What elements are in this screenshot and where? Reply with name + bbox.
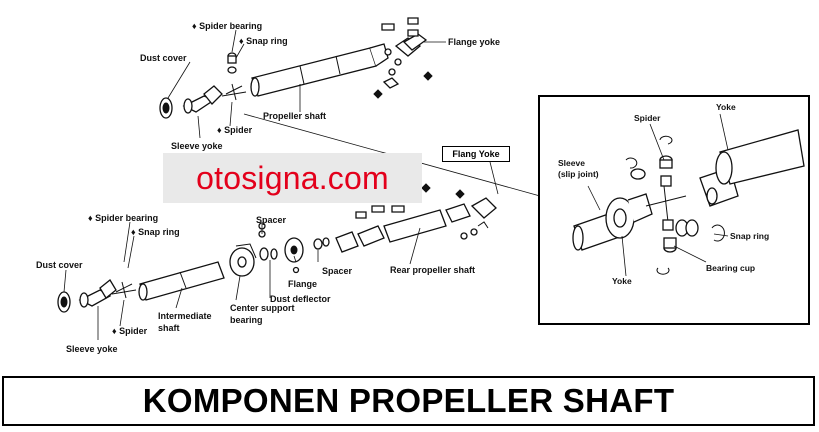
flange-label: Flange xyxy=(288,279,317,289)
bottom-snap-ring-label: ♦ Snap ring xyxy=(131,227,180,237)
detail-sleeve-label-line1: Sleeve xyxy=(558,158,585,168)
top-flange-yoke xyxy=(373,17,433,99)
top-propeller-shaft xyxy=(250,43,389,97)
top-dust-cover-label: Dust cover xyxy=(140,53,187,63)
bottom-spider-bearing-label: ♦ Spider bearing xyxy=(88,213,158,223)
center-support-bearing xyxy=(229,243,257,277)
bottom-spacer-label: Spacer xyxy=(322,266,353,276)
watermark-text: otosigna.com xyxy=(196,159,389,196)
detail-snap-ring-label: Snap ring xyxy=(730,231,769,241)
dust-deflector-label: Dust deflector xyxy=(270,294,331,304)
top-flange-yoke-label: Flange yoke xyxy=(448,37,500,47)
detail-snap-rings xyxy=(625,135,725,275)
detail-bearing-cups xyxy=(630,155,699,253)
bottom-sleeve-yoke-label: Sleeve yoke xyxy=(66,344,118,354)
flange xyxy=(284,237,304,274)
top-sleeve-yoke-label: Sleeve yoke xyxy=(171,141,223,151)
top-snap-ring-label: ♦ Snap ring xyxy=(239,36,288,46)
bottom-assembly: ♦ Spider bearing ♦ Snap ring Dust cover … xyxy=(36,183,497,354)
detail-spider-label: Spider xyxy=(634,113,661,123)
bottom-spacers xyxy=(258,222,330,261)
rear-propeller-shaft-label: Rear propeller shaft xyxy=(390,265,475,275)
bottom-dust-cover xyxy=(57,291,71,313)
watermark-box: otosigna.com xyxy=(163,153,422,203)
callout-leader xyxy=(489,161,499,195)
top-spider xyxy=(221,83,247,101)
bottom-dust-cover-label: Dust cover xyxy=(36,260,83,270)
bottom-spider-label: ♦ Spider xyxy=(112,326,148,336)
bottom-spacer-top-label: Spacer xyxy=(256,215,287,225)
top-sleeve-yoke xyxy=(182,85,223,114)
detail-yoke-top-label: Yoke xyxy=(716,102,736,112)
top-spider-bearing-label: ♦ Spider bearing xyxy=(192,21,262,31)
page-title: KOMPONEN PROPELLER SHAFT xyxy=(142,382,675,419)
intermediate-shaft-label-line2: shaft xyxy=(158,323,180,333)
detail-yoke-bottom-label: Yoke xyxy=(612,276,632,286)
detail-sleeve-label-line2: (slip joint) xyxy=(558,169,599,179)
intermediate-shaft xyxy=(138,261,225,301)
flang-yoke-callout: Flang Yoke xyxy=(442,146,510,162)
top-spider-label: ♦ Spider xyxy=(217,125,253,135)
center-support-label-line1: Center support xyxy=(230,303,295,313)
top-dust-cover xyxy=(159,97,173,119)
bottom-spider xyxy=(111,281,137,299)
top-propeller-shaft-label: Propeller shaft xyxy=(263,111,326,121)
detail-bearing-cup-label: Bearing cup xyxy=(706,263,755,273)
center-support-label-line2: bearing xyxy=(230,315,263,325)
detail-yoke xyxy=(699,129,805,207)
title-bar: KOMPONEN PROPELLER SHAFT xyxy=(2,376,815,426)
detail-sleeve xyxy=(572,193,653,251)
detail-spider xyxy=(645,175,687,231)
bottom-sleeve-yoke xyxy=(78,279,117,308)
top-assembly: ♦ Spider bearing ♦ Snap ring Dust cover … xyxy=(140,17,500,151)
detail-panel: Spider Yoke Sleeve (slip joint) Snap rin… xyxy=(538,95,810,325)
top-spider-bearing xyxy=(227,52,237,74)
intermediate-shaft-label-line1: Intermediate xyxy=(158,311,212,321)
